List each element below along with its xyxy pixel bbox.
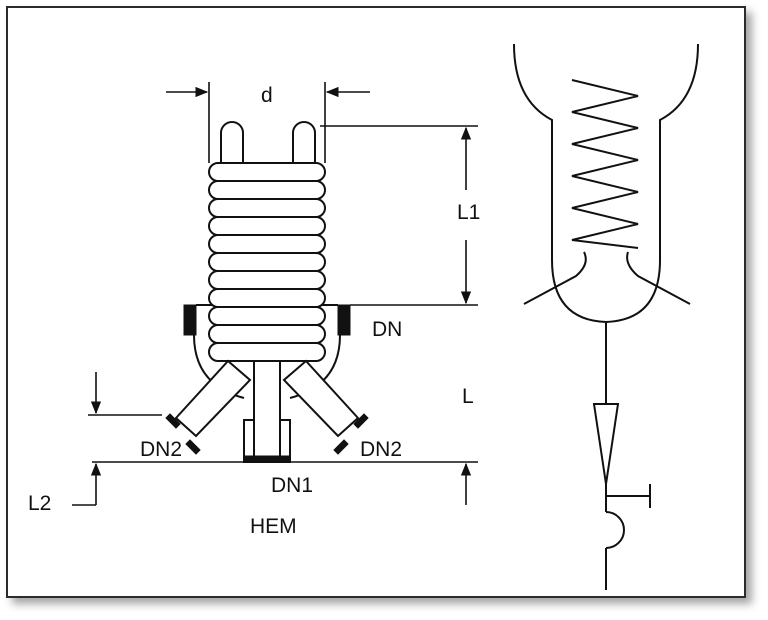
symbol-valve bbox=[592, 403, 620, 485]
label-l2: L2 bbox=[28, 492, 51, 515]
symbol-coil bbox=[571, 79, 639, 249]
label-dn: DN bbox=[372, 318, 402, 341]
tube-loop-right bbox=[292, 121, 316, 163]
tube-loop-left bbox=[220, 121, 244, 163]
label-dn1: DN1 bbox=[271, 474, 313, 497]
branch-flange-left bbox=[165, 413, 181, 429]
symbol-inlet-right bbox=[626, 251, 691, 305]
branch-pipe-right bbox=[282, 359, 360, 438]
branch-flange-right bbox=[353, 413, 369, 429]
label-dn2-right: DN2 bbox=[360, 438, 402, 461]
coil-stack bbox=[208, 162, 326, 362]
condenser-body bbox=[165, 121, 369, 463]
diagram-frame bbox=[6, 6, 746, 598]
label-dn2-left: DN2 bbox=[140, 438, 182, 461]
schematic-symbol bbox=[513, 43, 699, 590]
dimension-l2 bbox=[72, 462, 102, 506]
outlet-flange bbox=[243, 455, 291, 463]
dimension-l1 bbox=[320, 125, 478, 306]
label-l: L bbox=[462, 385, 474, 408]
outlet-pipe bbox=[253, 360, 281, 463]
label-d: d bbox=[261, 84, 273, 107]
branch-pipe-left bbox=[174, 359, 252, 438]
dimension-d bbox=[166, 82, 370, 163]
dimension-l bbox=[88, 372, 478, 505]
label-l1: L1 bbox=[457, 201, 480, 224]
symbol-trap bbox=[605, 511, 625, 549]
symbol-vessel bbox=[513, 43, 699, 324]
symbol-inlet-left bbox=[523, 251, 587, 305]
label-hem: HEM bbox=[250, 515, 297, 538]
